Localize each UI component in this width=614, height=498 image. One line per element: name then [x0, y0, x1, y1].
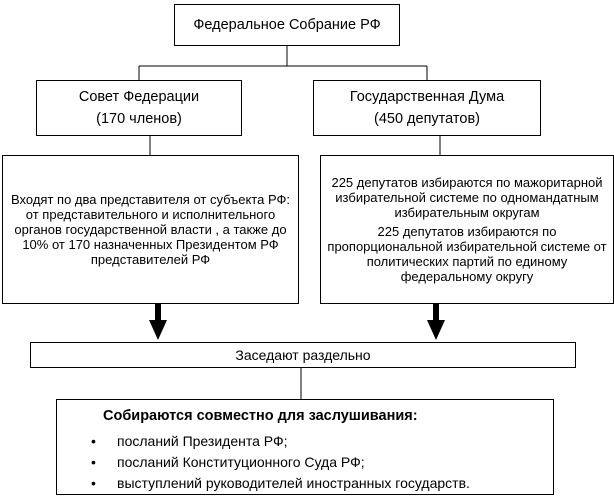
bullet-icon: • [91, 474, 96, 491]
joint-sessions-box: Собираются совместно для заслушивания: •… [56, 399, 554, 495]
duma-majoritarian-text: 225 депутатов избираются по мажоритарной… [331, 175, 603, 220]
joint-sessions-title: Собираются совместно для заслушивания: [103, 408, 418, 424]
federation-council-members: (170 членов) [96, 111, 182, 127]
arrow-down-right [427, 304, 445, 340]
bullet-icon: • [91, 453, 96, 470]
federation-council-description-box: Входят по два представителя от субъекта … [2, 155, 299, 304]
joint-item: • посланий Президента РФ; [91, 430, 553, 451]
separate-sessions-text: Заседают раздельно [235, 347, 371, 363]
separate-sessions-box: Заседают раздельно [30, 342, 576, 368]
duma-proportional-text: 225 депутатов избираются по пропорционал… [327, 224, 607, 284]
joint-item: • выступлений руководителей иностранных … [91, 472, 553, 493]
federation-council-description: Входят по два представителя от субъекта … [11, 192, 290, 267]
joint-item-text: выступлений руководителей иностранных го… [117, 474, 470, 491]
joint-item-text: посланий Конституционного Суда РФ; [117, 453, 365, 470]
joint-item-text: посланий Президента РФ; [117, 432, 288, 449]
federal-assembly-box: Федеральное Собрание РФ [174, 4, 400, 46]
federation-council-title: Совет Федерации [78, 89, 200, 105]
bullet-icon: • [91, 432, 96, 449]
arrow-down-left [149, 304, 167, 340]
state-duma-description-box: 225 депутатов избираются по мажоритарной… [320, 155, 614, 304]
federal-assembly-title: Федеральное Собрание РФ [193, 17, 381, 33]
joint-item: • посланий Конституционного Суда РФ; [91, 451, 553, 472]
federation-council-box: Совет Федерации (170 членов) [36, 80, 242, 136]
state-duma-box: Государственная Дума (450 депутатов) [313, 80, 541, 136]
state-duma-title: Государственная Дума [349, 89, 505, 105]
state-duma-members: (450 депутатов) [374, 111, 480, 127]
